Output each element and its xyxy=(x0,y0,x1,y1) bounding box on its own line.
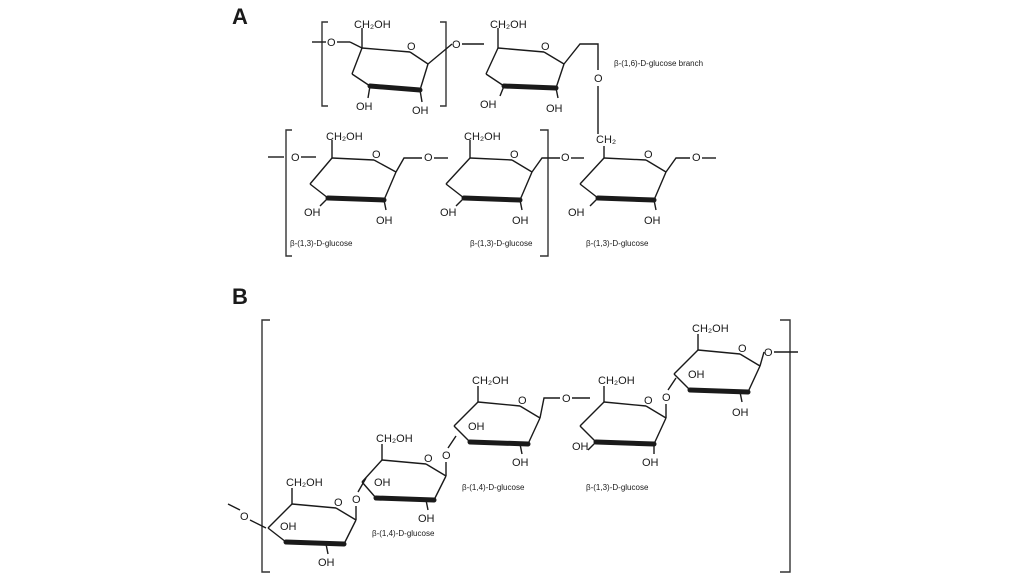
ch2oh-label: CH₂OH xyxy=(286,477,323,489)
oh-label: OH xyxy=(512,215,529,227)
bracket-a-row2-left xyxy=(285,129,292,257)
glycosidic-oxygen: O xyxy=(561,152,570,164)
ring-oxygen: O xyxy=(424,453,433,465)
glycosidic-oxygen: O xyxy=(291,152,300,164)
glycosidic-oxygen: O xyxy=(452,39,461,51)
glycosidic-oxygen: O xyxy=(764,347,773,359)
ch2oh-label: CH₂OH xyxy=(490,19,527,31)
branch-oxygen: O xyxy=(594,73,603,85)
caption-b-1: β-(1,4)-D-glucose xyxy=(372,529,435,538)
oh-label: OH xyxy=(480,99,497,111)
bond xyxy=(249,519,267,529)
panel-b: O CH₂OH O OH OH O CH₂OH xyxy=(227,319,798,573)
ch2oh-label: CH₂OH xyxy=(598,375,635,387)
branch-bond xyxy=(563,43,599,70)
glucose-ring-a1: CH₂OH O OH OH xyxy=(349,19,429,117)
bracket-a-row1-right xyxy=(440,21,447,107)
bond xyxy=(539,397,560,419)
ring-oxygen: O xyxy=(738,343,747,355)
glycosidic-oxygen: O xyxy=(562,393,571,405)
ch2oh-label: CH₂OH xyxy=(692,323,729,335)
oh-label: OH xyxy=(440,207,457,219)
ch2oh-label: CH₂OH xyxy=(472,375,509,387)
ring-oxygen: O xyxy=(334,497,343,509)
ring-oxygen: O xyxy=(407,41,416,53)
glucose-ring-b2: CH₂OH O OH OH xyxy=(361,433,447,525)
glycosidic-oxygen: O xyxy=(662,392,671,404)
glucose-ring-a2: CH₂OH O OH OH xyxy=(480,19,565,115)
bracket-a-row2-right xyxy=(540,129,549,257)
ring-oxygen: O xyxy=(510,149,519,161)
oh-label: OH xyxy=(468,421,485,433)
oh-label: OH xyxy=(572,441,589,453)
bracket-b-left xyxy=(261,319,270,573)
bond xyxy=(665,157,690,173)
oh-label: OH xyxy=(374,477,391,489)
caption-a-2: β-(1,3)-D-glucose xyxy=(470,239,533,248)
caption-b-3: β-(1,3)-D-glucose xyxy=(586,483,649,492)
oh-label: OH xyxy=(280,521,297,533)
bracket-b-right xyxy=(780,319,791,573)
caption-a-1: β-(1,3)-D-glucose xyxy=(290,239,353,248)
glucose-ring-b5: CH₂OH O OH OH xyxy=(673,323,761,419)
bond xyxy=(427,43,453,65)
oh-label: OH xyxy=(644,215,661,227)
oh-label: OH xyxy=(418,513,435,525)
glycosidic-oxygen: O xyxy=(424,152,433,164)
ring-oxygen: O xyxy=(644,395,653,407)
oh-label: OH xyxy=(356,101,373,113)
glycosidic-oxygen: O xyxy=(327,37,336,49)
glucose-ring-b1: CH₂OH O OH OH xyxy=(267,477,357,569)
ch2oh-label: CH₂OH xyxy=(326,131,363,143)
glucose-ring-b4: CH₂OH O OH OH xyxy=(572,375,667,469)
ring-oxygen: O xyxy=(644,149,653,161)
oh-label: OH xyxy=(376,215,393,227)
glucose-ring-a3: CH₂OH O OH OH xyxy=(304,131,397,227)
oh-label: OH xyxy=(568,207,585,219)
glycosidic-oxygen: O xyxy=(692,152,701,164)
ring-oxygen: O xyxy=(541,41,550,53)
bond xyxy=(667,377,677,391)
oh-label: OH xyxy=(412,105,429,117)
oh-label: OH xyxy=(318,557,335,569)
glucose-ring-b3: CH₂OH O OH OH xyxy=(453,375,541,469)
glycosidic-oxygen: O xyxy=(442,450,451,462)
glucose-ring-a4: CH₂OH O OH OH xyxy=(440,131,533,227)
ch2oh-label: CH₂OH xyxy=(376,433,413,445)
bracket-a-row1-left xyxy=(321,21,328,107)
bond xyxy=(357,477,367,493)
ch2oh-label: CH₂OH xyxy=(464,131,501,143)
caption-a-3: β-(1,3)-D-glucose xyxy=(586,239,649,248)
glucose-ring-a5: O OH OH xyxy=(568,146,667,227)
bond xyxy=(395,157,422,173)
glycosidic-oxygen: O xyxy=(240,511,249,523)
ch2oh-label: CH₂OH xyxy=(354,19,391,31)
oh-label: OH xyxy=(688,369,705,381)
panel-a-label: A xyxy=(232,4,248,29)
bond xyxy=(531,157,560,173)
glycosidic-oxygen: O xyxy=(352,494,361,506)
bond-stub xyxy=(227,503,241,511)
oh-label: OH xyxy=(304,207,321,219)
bond xyxy=(759,351,765,367)
panel-b-label: B xyxy=(232,284,248,309)
bond xyxy=(447,435,457,449)
ring-oxygen: O xyxy=(372,149,381,161)
caption-b-2: β-(1,4)-D-glucose xyxy=(462,483,525,492)
oh-label: OH xyxy=(512,457,529,469)
ring-oxygen: O xyxy=(518,395,527,407)
caption-branch: β-(1,6)-D-glucose branch xyxy=(614,59,703,68)
oh-label: OH xyxy=(732,407,749,419)
panel-a: O CH₂OH O OH OH O CH₂OH xyxy=(268,19,716,257)
oh-label: OH xyxy=(642,457,659,469)
oh-label: OH xyxy=(546,103,563,115)
ch2-label: CH₂ xyxy=(596,134,616,146)
